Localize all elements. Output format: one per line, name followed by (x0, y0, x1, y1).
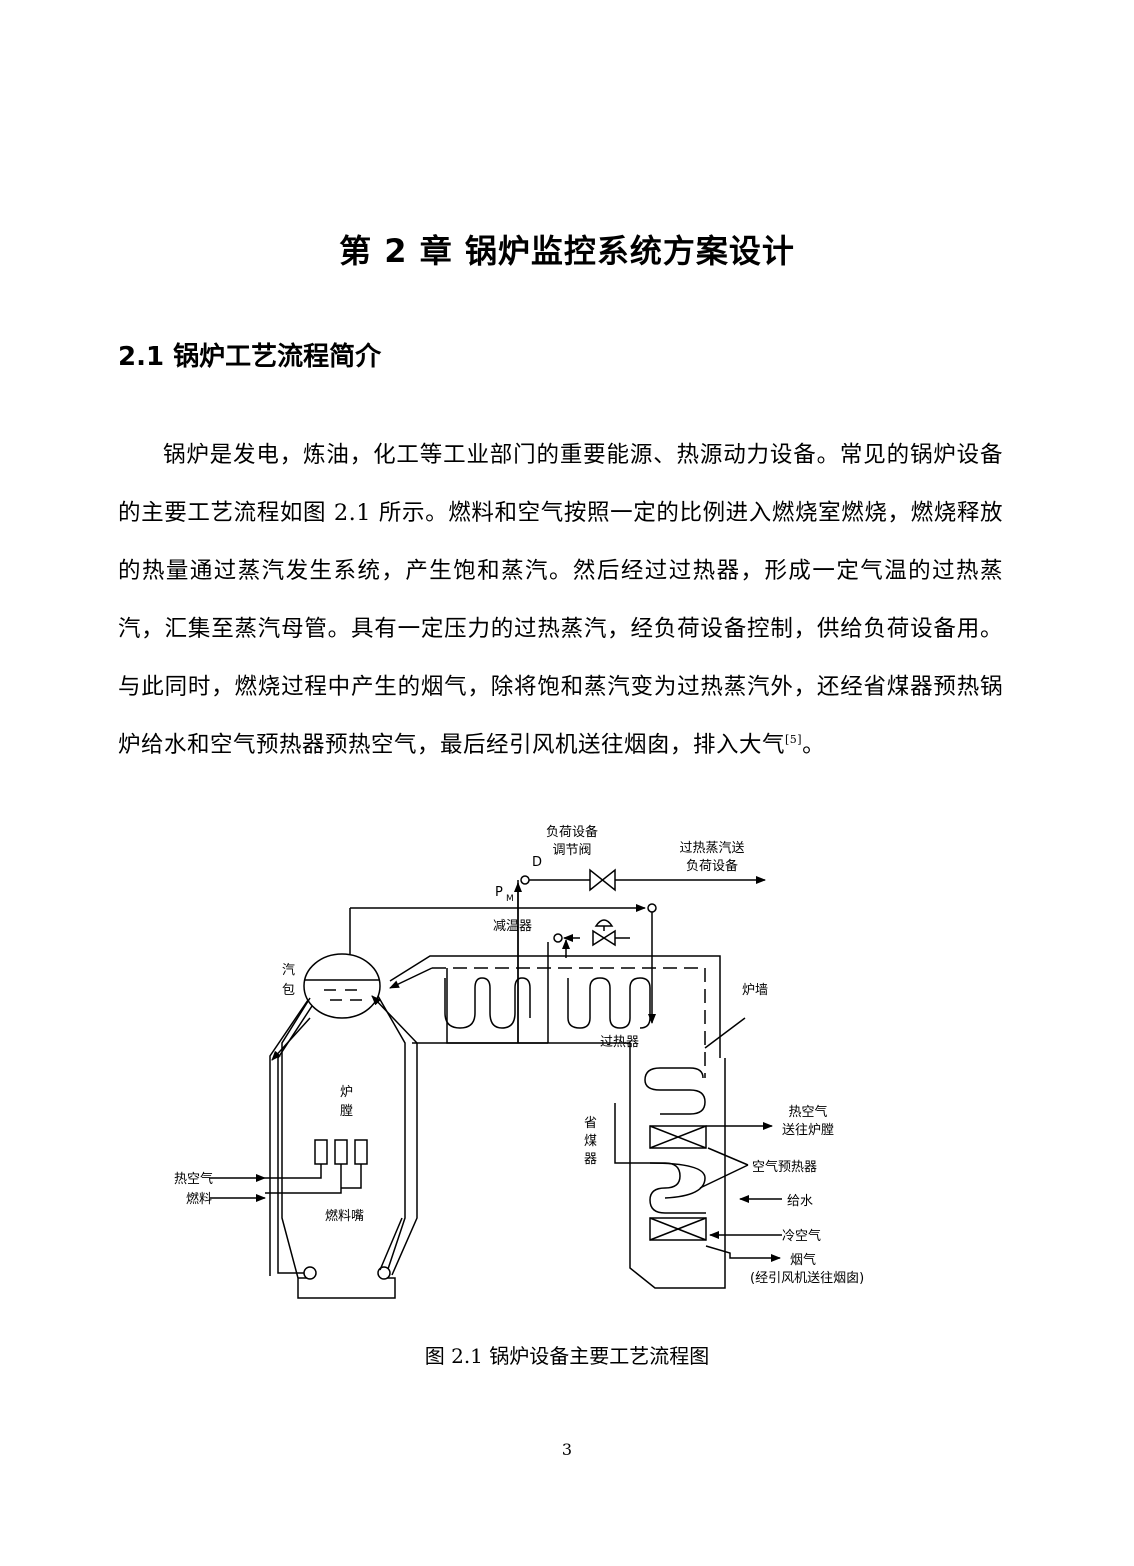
label-air-preheater: 空气预热器 (752, 1159, 817, 1175)
label-furnace-2: 膛 (340, 1104, 353, 1119)
label-economizer-1: 省 (584, 1116, 597, 1131)
paragraph-end: 。 (802, 732, 826, 758)
regulating-valve (589, 868, 616, 892)
body-paragraph: 锅炉是发电，炼油，化工等工业部门的重要能源、热源动力设备。常见的锅炉设备的主要工… (118, 426, 1003, 774)
valve-label-1: 负荷设备 (546, 824, 598, 840)
label-furnace-1: 炉 (340, 1085, 353, 1100)
label-feedwater: 给水 (787, 1194, 813, 1209)
label-pm-sub: M (506, 894, 514, 904)
label-drum-2: 包 (282, 983, 295, 998)
label-pm: P (495, 885, 503, 900)
label-superheater: 过热器 (600, 1035, 639, 1050)
economizer-coil (644, 1067, 706, 1115)
label-economizer-2: 煤 (584, 1134, 597, 1149)
label-flue-gas-note: (经引风机送往烟囱) (750, 1271, 864, 1286)
label-fuel-in: 燃料 (186, 1191, 212, 1207)
section-title: 2.1 锅炉工艺流程简介 (118, 342, 382, 372)
label-hot-air-out-1: 热空气 (788, 1104, 827, 1120)
label-hot-air-out-2: 送往炉膛 (782, 1123, 834, 1138)
boiler-process-figure: 负荷设备 调节阀 过热蒸汽送 负荷设备 D P M 减温器 汽 包 炉墙 过热器… (160, 818, 940, 1308)
superheater-coil-right (567, 977, 651, 1029)
superheater-coil-left (444, 977, 531, 1029)
furnace-body (281, 995, 406, 1299)
label-desuperheater: 减温器 (493, 919, 532, 934)
label-cold-air: 冷空气 (782, 1228, 821, 1244)
label-drum-1: 汽 (282, 963, 295, 978)
label-furnace-wall: 炉墙 (742, 983, 768, 998)
valve-label-2: 调节阀 (552, 843, 591, 858)
boiler-process-diagram: 负荷设备 调节阀 过热蒸汽送 负荷设备 D P M 减温器 汽 包 炉墙 过热器… (174, 824, 864, 1299)
label-burner: 燃料嘴 (325, 1208, 364, 1224)
paragraph-text: 锅炉是发电，炼油，化工等工业部门的重要能源、热源动力设备。常见的锅炉设备的主要工… (118, 442, 1003, 758)
label-hot-air-in: 热空气 (174, 1171, 213, 1187)
label-flue-gas: 烟气 (790, 1252, 816, 1268)
chapter-title: 第 2 章 锅炉监控系统方案设计 (339, 232, 795, 270)
page-number: 3 (561, 1440, 573, 1459)
figure-caption: 图 2.1 锅炉设备主要工艺流程图 (424, 1344, 710, 1368)
steam-drum (303, 953, 381, 1019)
citation-ref[interactable]: [5] (785, 733, 803, 746)
burner-1 (314, 1139, 328, 1165)
label-economizer-3: 器 (584, 1152, 597, 1167)
burner-2 (334, 1139, 348, 1165)
desuperheater (553, 933, 563, 943)
output-label-1: 过热蒸汽送 (679, 841, 744, 856)
label-d: D (532, 855, 542, 870)
burner-3 (354, 1139, 368, 1165)
output-label-2: 负荷设备 (686, 858, 738, 874)
